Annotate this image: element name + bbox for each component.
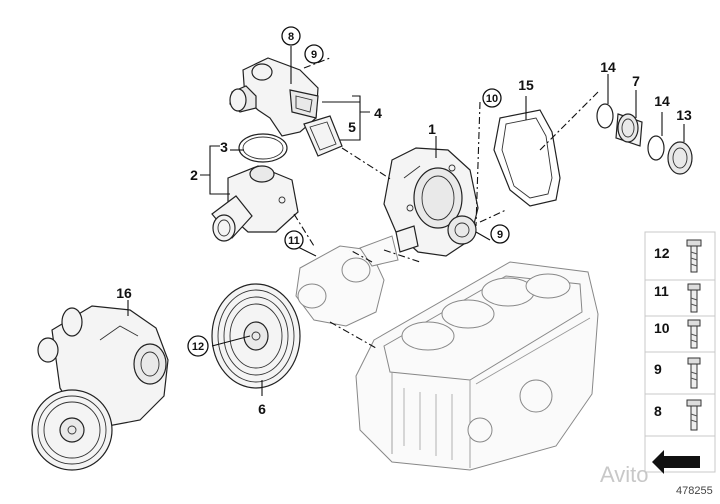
- gasket-15: [493, 109, 561, 207]
- callout-8: 8: [281, 26, 301, 46]
- svg-text:11: 11: [288, 235, 300, 247]
- arrow-icon: [652, 450, 700, 474]
- thermostat-housing-upper: [229, 57, 319, 137]
- dashed-lines: [293, 57, 601, 349]
- callout-9b: 9: [490, 224, 510, 244]
- svg-text:8: 8: [288, 31, 294, 43]
- label-14b: 14: [654, 93, 670, 109]
- engine-block: [355, 261, 599, 471]
- label-5: 5: [348, 119, 356, 135]
- bolt-icon-12: [686, 239, 702, 273]
- seal-ring-3: [238, 133, 288, 163]
- gasket-5: [303, 115, 343, 157]
- label-3: 3: [220, 139, 228, 155]
- callout-11: 11: [284, 230, 304, 250]
- label-4: 4: [374, 105, 382, 121]
- water-pump-ghost: [295, 235, 399, 327]
- svg-text:10: 10: [486, 93, 498, 105]
- pump-assembly-16: [31, 305, 169, 471]
- bolt-icon-10: [687, 319, 701, 349]
- bolt-icon-8: [686, 399, 702, 431]
- label-14a: 14: [600, 59, 616, 75]
- fastener-label-12: 12: [654, 245, 670, 261]
- fastener-label-9: 9: [654, 361, 662, 377]
- callout-10: 10: [482, 88, 502, 108]
- water-pump-1: [383, 147, 479, 257]
- callout-9a: 9: [304, 44, 324, 64]
- fastener-label-8: 8: [654, 403, 662, 419]
- fastener-label-10: 10: [654, 320, 670, 336]
- thermostat-housing-lower: [211, 165, 299, 242]
- connector-pipe-7: [615, 113, 643, 147]
- label-6: 6: [258, 401, 266, 417]
- callout-12: 12: [187, 335, 209, 357]
- label-13: 13: [676, 107, 692, 123]
- pulley-6: [211, 283, 301, 389]
- leader-lines: [127, 46, 685, 396]
- label-16: 16: [116, 285, 132, 301]
- label-1: 1: [428, 121, 436, 137]
- bolt-icon-11: [687, 283, 701, 313]
- catalog-number: 478255: [676, 485, 713, 497]
- svg-text:12: 12: [192, 341, 204, 353]
- svg-text:9: 9: [497, 229, 503, 241]
- label-15: 15: [518, 77, 534, 93]
- seal-ring-14b: [647, 135, 665, 161]
- label-7: 7: [632, 73, 640, 89]
- fastener-panel: 12 11 10 9 8: [644, 231, 716, 474]
- bolt-icon-9: [687, 357, 701, 389]
- seal-ring-14a: [596, 103, 614, 129]
- watermark: Avito: [600, 462, 649, 487]
- fastener-label-11: 11: [654, 283, 669, 299]
- number-labels: 1 2 3 4 5 6 7 13 14 14 15 16: [116, 59, 692, 417]
- svg-text:9: 9: [311, 49, 317, 61]
- label-2: 2: [190, 167, 198, 183]
- sleeve-13: [667, 141, 693, 175]
